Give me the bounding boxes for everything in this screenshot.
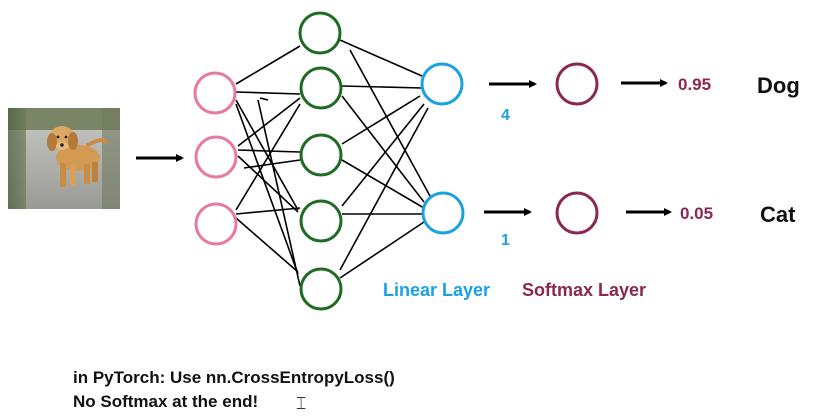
hidden-node (299, 199, 343, 243)
linear-node-cat (421, 191, 465, 235)
probability-dog: 0.95 (678, 75, 712, 94)
hidden-linear-connections (339, 39, 431, 279)
puppy-photo (8, 108, 120, 209)
softmax-layer-label: Softmax Layer (522, 280, 647, 300)
input-node (194, 135, 238, 179)
note-line-2: No Softmax at the end! (73, 392, 259, 411)
hidden-node (299, 133, 343, 177)
input-hidden-connections (235, 45, 301, 287)
linear-layer-label: Linear Layer (383, 280, 491, 300)
note-line-1: in PyTorch: Use nn.CrossEntropyLoss() (73, 368, 395, 387)
logit-value-dog: 4 (501, 107, 510, 124)
softmax-node-cat (555, 191, 599, 235)
class-label-dog: Dog (757, 73, 800, 98)
input-node (193, 71, 237, 115)
text-cursor-icon: ⌶ (296, 394, 307, 413)
softmax-layer (555, 62, 599, 235)
hidden-node (299, 267, 343, 311)
class-label-cat: Cat (760, 202, 796, 227)
input-node (194, 202, 238, 246)
flow-arrows (136, 79, 672, 216)
hidden-node (299, 66, 343, 110)
probability-cat: 0.05 (680, 204, 714, 223)
linear-layer (420, 62, 465, 235)
input-layer (193, 71, 238, 246)
hidden-node (298, 11, 342, 55)
linear-node-dog (420, 62, 464, 106)
logit-value-cat: 1 (501, 232, 510, 249)
softmax-node-dog (555, 62, 599, 106)
hidden-layer (298, 11, 343, 311)
